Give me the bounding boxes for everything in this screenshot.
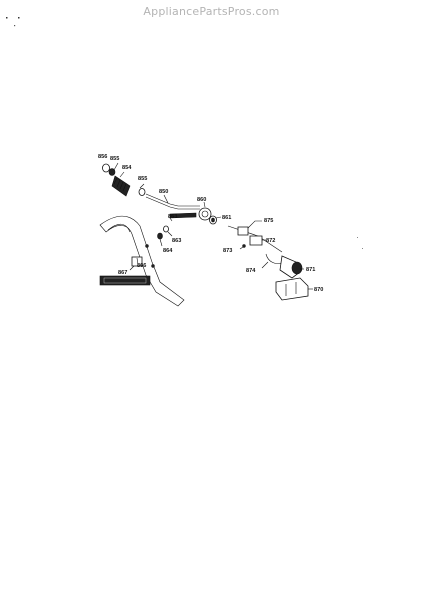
label-874: 874 — [246, 268, 256, 274]
label-856: 856 — [98, 154, 107, 160]
chute-control-rod — [102, 163, 217, 240]
label-864: 864 — [163, 248, 173, 254]
gearbox-assembly — [227, 225, 309, 301]
part-labels: 856 855 854 855 850 860 861 875 863 863 … — [98, 154, 323, 293]
label-850: 850 — [159, 189, 168, 195]
part-870-housing — [275, 277, 309, 301]
label-855-b: 855 — [138, 176, 147, 182]
leader-lines — [113, 162, 313, 290]
part-855-ring-b — [138, 188, 146, 196]
label-860: 860 — [197, 197, 206, 203]
label-861: 861 — [222, 215, 231, 221]
handle-bracket — [131, 256, 143, 267]
label-867: 867 — [118, 270, 127, 276]
label-855-a: 855 — [110, 156, 119, 162]
label-872: 872 — [266, 238, 275, 244]
label-866: 866 — [137, 263, 146, 269]
label-863-a: 863 — [168, 214, 177, 220]
part-856-washer — [102, 163, 110, 173]
label-863-b: 863 — [172, 238, 181, 244]
part-864-nut — [157, 232, 163, 240]
part-875-clip — [237, 226, 249, 236]
spring-coil — [169, 212, 197, 219]
stray-marks — [6, 17, 363, 249]
label-871: 871 — [306, 267, 315, 273]
warning-decal — [99, 275, 151, 286]
handle-assembly — [99, 215, 185, 307]
site-watermark: AppliancePartsPros.com — [143, 5, 280, 18]
label-854: 854 — [122, 165, 132, 171]
part-872-block — [249, 235, 263, 246]
part-860-eye — [198, 207, 212, 221]
part-855-ring-a — [108, 168, 116, 176]
part-873-screw — [242, 244, 246, 248]
label-870: 870 — [314, 287, 323, 293]
label-873: 873 — [223, 248, 232, 254]
part-863-washer-a — [163, 225, 169, 233]
label-875: 875 — [264, 218, 273, 224]
